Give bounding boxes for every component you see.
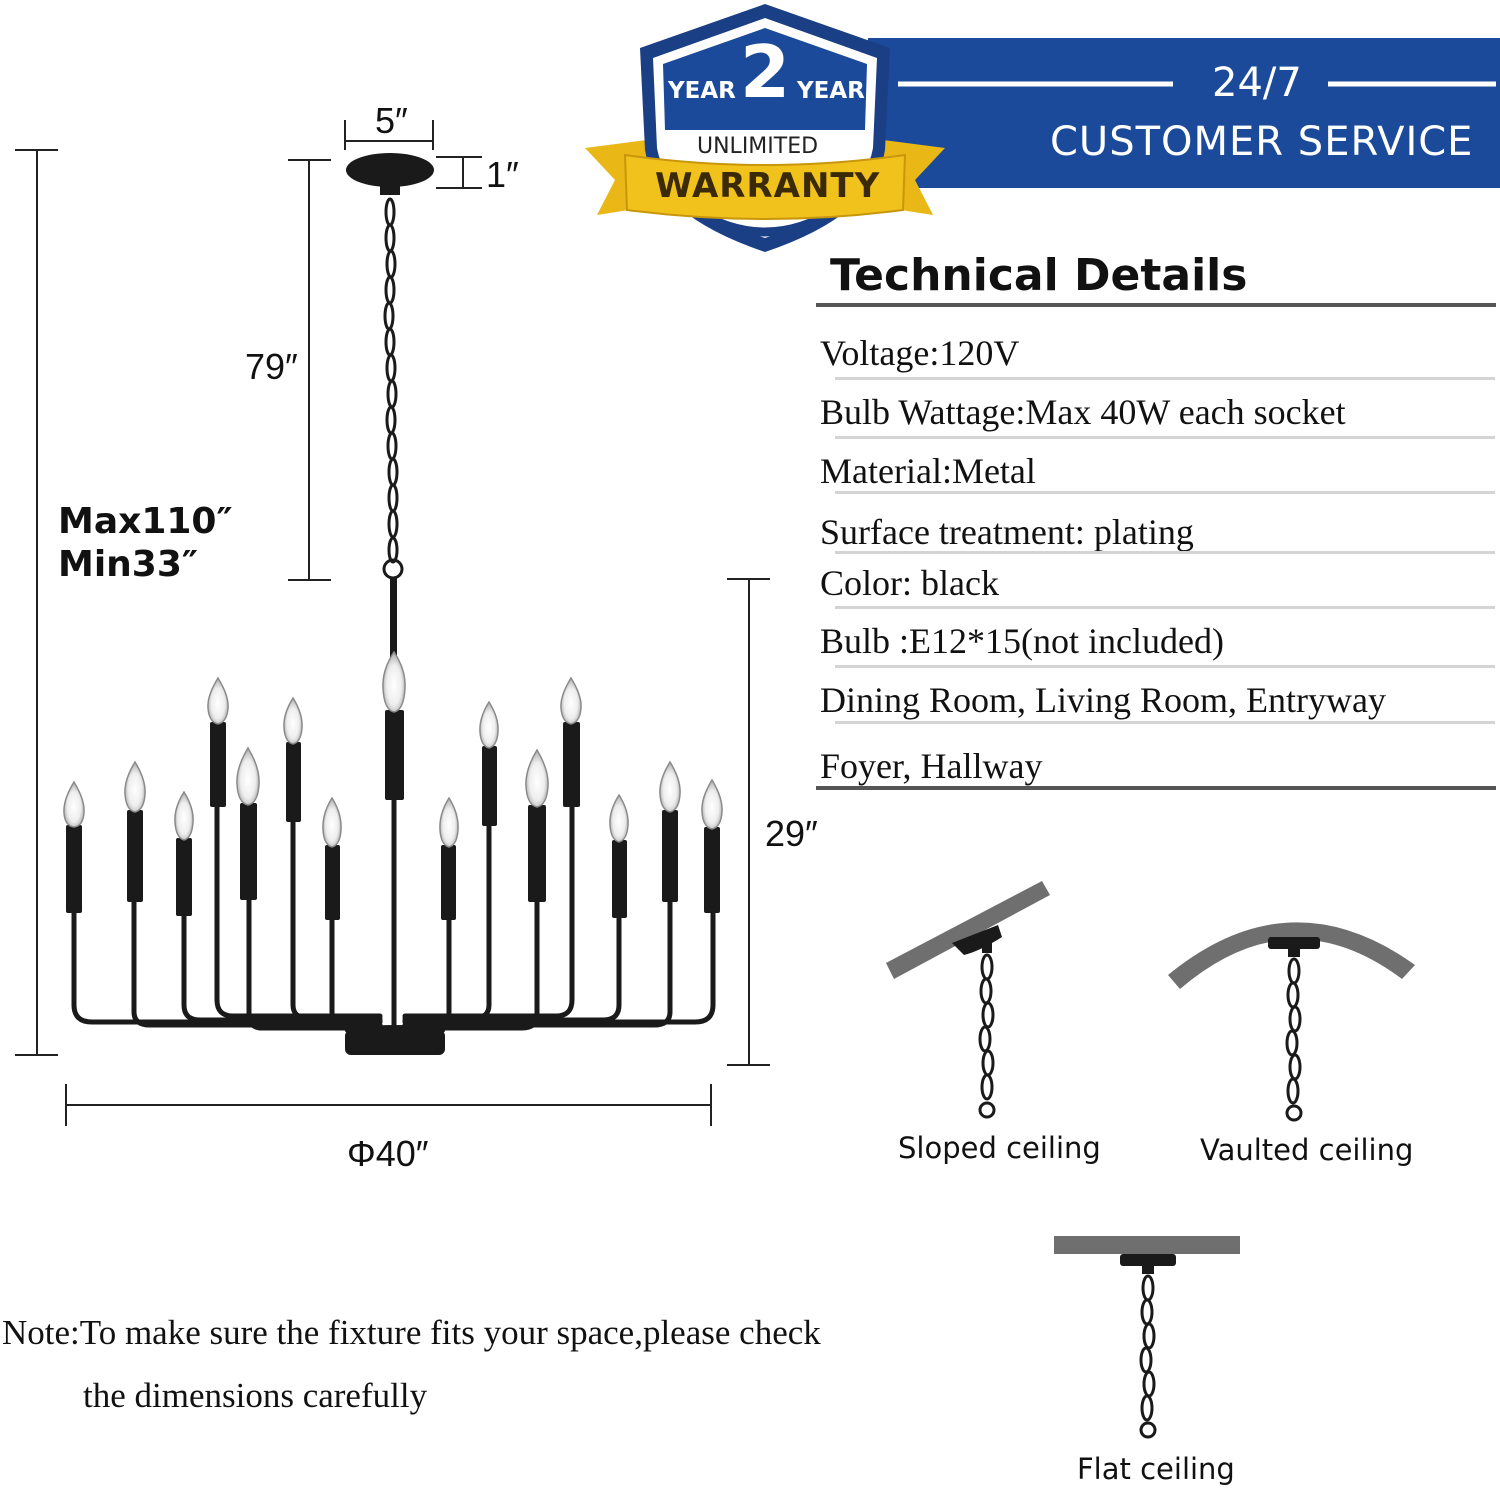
canopy-width-dimension-line: [344, 120, 434, 150]
warranty-year-right: YEAR: [797, 78, 865, 104]
center-stem: [390, 578, 397, 678]
heading-underline: [816, 303, 1496, 307]
sloped-ceiling-label: Sloped ceiling: [898, 1131, 1101, 1165]
warranty-number: 2: [740, 30, 791, 114]
spec-divider: [835, 551, 1495, 554]
vaulted-ceiling-icon: [1168, 922, 1415, 1122]
min-height-label: Min33″: [58, 544, 198, 585]
chain-length-label: 79″: [245, 346, 298, 387]
technical-details-heading: Technical Details: [830, 250, 1248, 301]
spec-rooms: Dining Room, Living Room, Entryway: [820, 680, 1386, 720]
banner-customer-service: CUSTOMER SERVICE: [1050, 119, 1474, 165]
warranty-label: WARRANTY: [655, 166, 881, 206]
chain-length-dimension-line: [288, 159, 331, 581]
chandelier-arms: [71, 787, 716, 1033]
spec-surface-treatment: Surface treatment: plating: [820, 512, 1194, 552]
max-height-label: Max110″: [58, 501, 233, 542]
candle-sleeves: [66, 710, 720, 920]
spec-material: Material:Metal: [820, 451, 1036, 491]
body-height-label: 29″: [765, 813, 818, 854]
spec-divider: [835, 436, 1495, 439]
flat-ceiling-icon: [1054, 1236, 1240, 1439]
note-line-1: Note:To make sure the fixture fits your …: [2, 1313, 821, 1352]
spec-divider: [835, 377, 1495, 380]
canopy-width-label: 5″: [375, 100, 408, 141]
spec-divider: [835, 721, 1495, 724]
spec-color: Color: black: [820, 563, 999, 603]
flat-ceiling-label: Flat ceiling: [1077, 1452, 1235, 1486]
warranty-year-left: YEAR: [668, 78, 736, 104]
warranty-shield-icon: [585, 4, 945, 252]
spec-divider: [835, 606, 1495, 609]
table-bottom-rule: [816, 786, 1496, 790]
total-height-dimension-line: [15, 149, 58, 1056]
banner-decor-lines: [898, 81, 1496, 87]
spec-bulb-wattage: Bulb Wattage:Max 40W each socket: [820, 392, 1346, 432]
canopy: [346, 153, 434, 195]
spec-divider: [835, 491, 1495, 494]
candle-bulbs: [63, 650, 723, 848]
customer-service-banner: [868, 38, 1500, 188]
canopy-height-label: 1″: [486, 154, 519, 195]
diameter-label: Φ40″: [347, 1133, 429, 1174]
chandelier-drawing: [15, 120, 770, 1126]
canopy-height-dimension-line: [436, 156, 482, 189]
diameter-dimension-line: [65, 1084, 712, 1126]
spec-voltage: Voltage:120V: [820, 333, 1020, 373]
vaulted-ceiling-label: Vaulted ceiling: [1200, 1133, 1414, 1167]
note-line-2: the dimensions carefully: [83, 1376, 428, 1415]
spec-rooms-2: Foyer, Hallway: [820, 746, 1043, 786]
spec-divider: [835, 665, 1495, 668]
sloped-ceiling-icon: [886, 881, 1050, 1119]
banner-hours: 24/7: [1212, 60, 1302, 106]
warranty-unlimited: UNLIMITED: [697, 134, 819, 159]
spec-bulb: Bulb :E12*15(not included): [820, 621, 1224, 661]
body-height-dimension-line: [727, 578, 770, 1066]
chain: [382, 197, 404, 580]
center-hub: [345, 1025, 445, 1055]
